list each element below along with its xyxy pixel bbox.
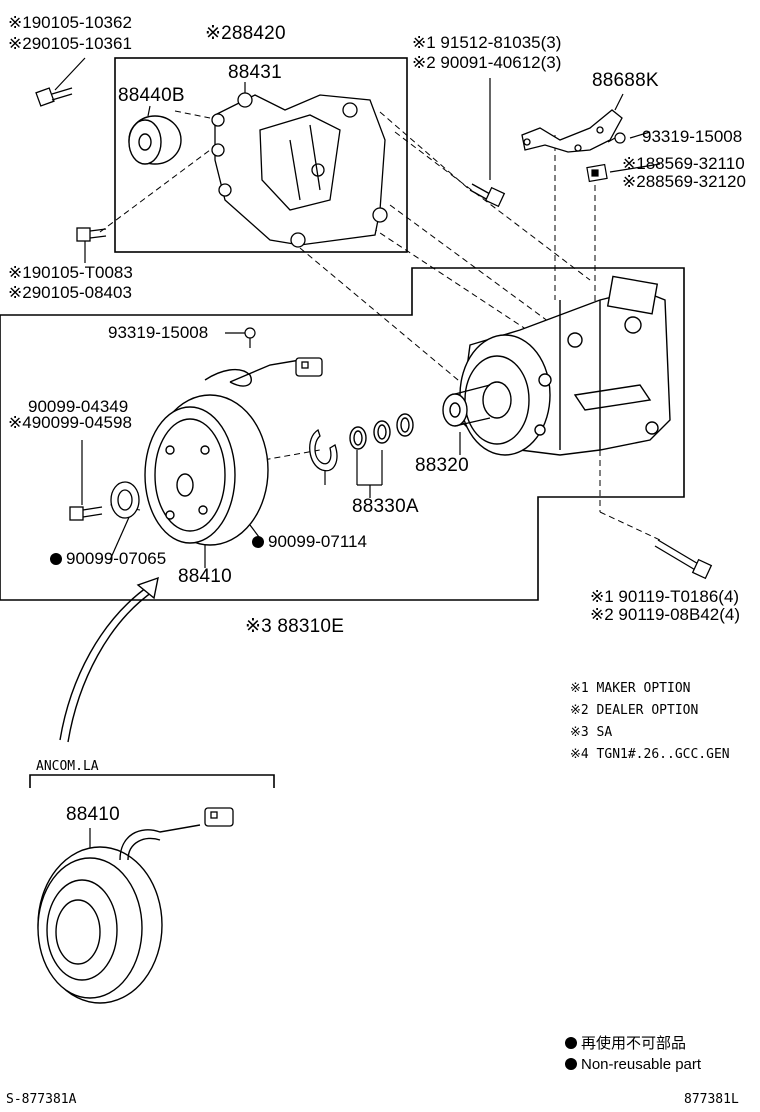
screw-icon [607,132,626,144]
non-reusable-dot-icon [252,536,264,548]
part-number: 93319-15008 [642,127,743,146]
compressor-assembly-frame [0,267,685,601]
part-number: 88410 [178,566,232,587]
sensor-icon [586,163,608,183]
part-number: ※190105-T0083 [8,263,133,282]
bracket-assembly-frame [114,57,408,253]
legend-jp: 再使用不可部品 [565,1035,686,1052]
part-number: 90099-04349 [28,397,129,416]
part-number: 93319-15008 [108,323,209,342]
part-number: 88688K [592,70,659,91]
part-number: 90099-07114 [252,533,367,551]
non-reusable-dot-icon [50,553,62,565]
part-number: 88440B [118,85,185,106]
footer-code-right: 877381L [684,1092,739,1107]
non-reusable-dot-icon [565,1037,577,1049]
part-number: ※290105-10361 [8,34,132,53]
note: ※2 DEALER OPTION [570,703,699,718]
part-number: ※1 91512-81035(3) [412,33,562,52]
part-number: ※190105-10362 [8,13,132,32]
note: ※4 TGN1#.26..GCC.GEN [570,747,730,762]
part-number: 88431 [228,62,282,83]
bolt-icon [35,87,73,107]
magnetic-clutch-detail-icon [37,824,201,1004]
part-number: 88410 [66,804,120,825]
part-number: 88320 [415,455,469,476]
part-number: ※288569-32120 [622,172,746,191]
footer-code-left: S-877381A [6,1092,77,1107]
compressor-bracket-icon [211,92,388,248]
variant-label: ANCOM.LA [36,759,99,774]
note: ※1 MAKER OPTION [570,681,691,696]
part-number: ※2 90091-40612(3) [412,53,562,72]
part-number: ※188569-32110 [622,154,745,173]
bolt-icon [69,506,103,521]
compressor-icon [442,275,671,456]
connector-icon [295,357,323,377]
part-number: 90099-07065 [50,550,166,568]
o-ring-icon [349,413,414,450]
bolt-icon [469,183,506,208]
part-number: ※288420 [205,23,286,44]
magnetic-clutch-icon [144,359,301,546]
non-reusable-dot-icon [565,1058,577,1070]
part-number: ※490099-04598 [8,413,132,432]
legend-en: Non-reusable part [565,1056,701,1073]
screw-icon [244,327,256,348]
connector-icon [204,807,234,827]
note: ※3 SA [570,725,613,740]
long-bolt-icon [654,539,713,580]
part-number: 88330A [352,496,419,517]
part-number: ※2 90119-08B42(4) [590,605,741,624]
snap-ring-icon [309,429,338,472]
idler-pulley-icon [128,115,182,165]
part-number: ※3 88310E [245,616,345,637]
sensor-bracket-icon [521,109,623,153]
part-number: ※1 90119-T0186(4) [590,587,740,606]
bolt-icon [76,227,107,242]
ancom-bracket [29,774,275,788]
part-number: ※290105-08403 [8,283,132,302]
shim-icon [110,481,140,519]
